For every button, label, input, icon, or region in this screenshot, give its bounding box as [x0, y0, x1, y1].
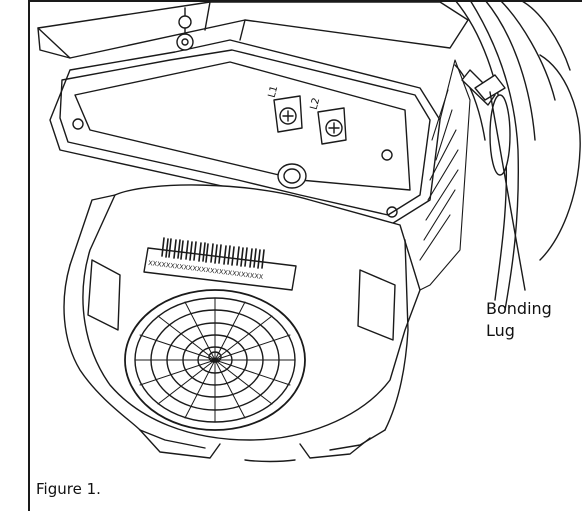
cable-bundle [454, 0, 581, 311]
callout-label-lug: Lug [486, 321, 515, 340]
fan-grille [124, 289, 306, 431]
figure-frame-left [28, 0, 30, 511]
figure-caption: Figure 1. [36, 480, 101, 498]
terminal-l2 [317, 107, 347, 145]
callout-label-bonding: Bonding [486, 299, 552, 318]
figure-frame-top [28, 0, 582, 2]
callout-leader-line [489, 91, 526, 291]
top-housing [37, 1, 469, 59]
heat-sink-fins [419, 59, 471, 291]
barcode-label [143, 237, 297, 291]
terminal-l1 [273, 95, 303, 133]
